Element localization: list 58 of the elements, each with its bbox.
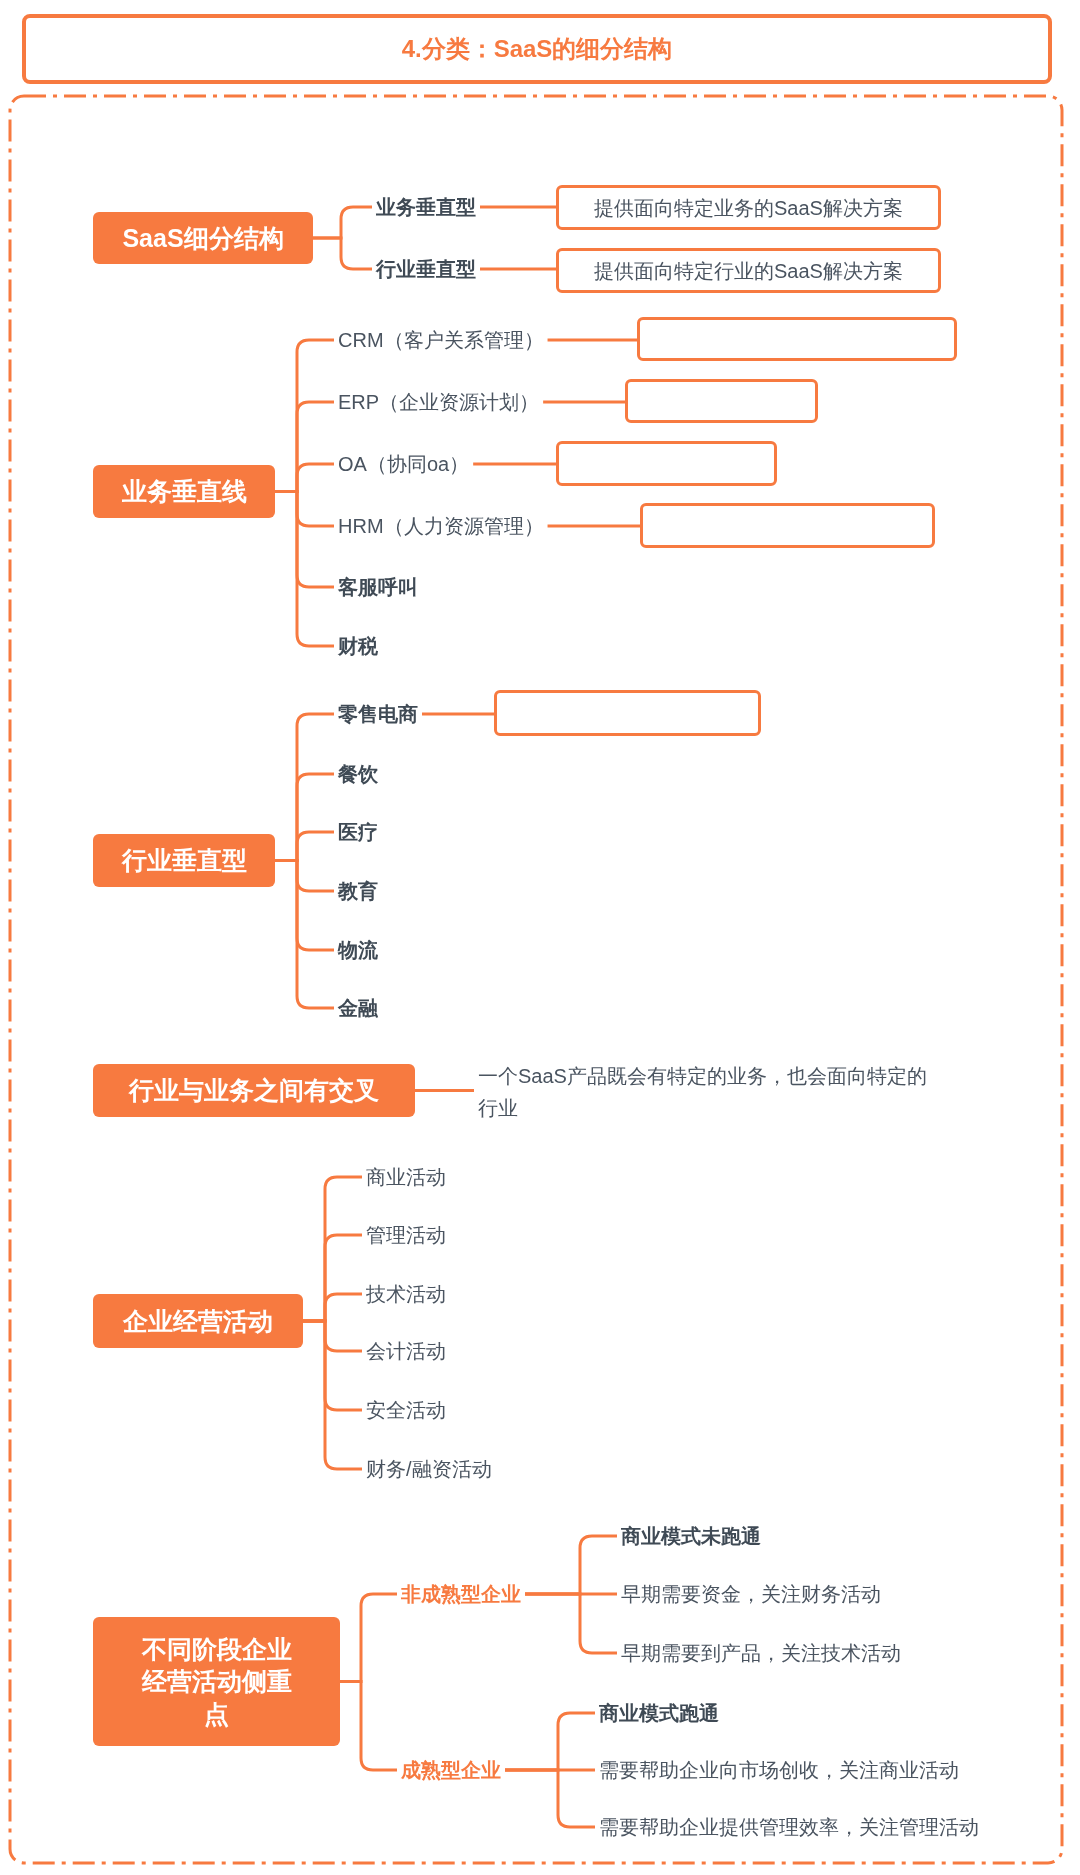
empty-box [625,379,818,423]
connector-line [275,859,334,1010]
branch-label: HRM（人力资源管理） [334,511,548,541]
branch-label: 商业模式跑通 [595,1698,723,1728]
connector-line [480,205,556,209]
connector-line [480,267,556,271]
connector-line [303,1319,362,1471]
connector-line [505,1768,595,1829]
topic-box: SaaS细分结构 [93,212,313,264]
topic-box: 行业与业务之间有交叉 [93,1064,415,1117]
topic-box: 企业经营活动 [93,1294,303,1348]
branch-label: 早期需要到产品，关注技术活动 [617,1638,905,1668]
branch-label: 管理活动 [362,1220,450,1250]
branch-label: 零售电商 [334,699,422,729]
branch-label: 需要帮助企业提供管理效率，关注管理活动 [595,1812,983,1842]
branch-label: 技术活动 [362,1279,450,1309]
branch-label: 餐饮 [334,759,382,789]
branch-label: 教育 [334,876,382,906]
info-box: 提供面向特定行业的SaaS解决方案 [556,248,941,293]
connector-line [547,338,637,342]
branch-label: 医疗 [334,817,382,847]
branch-label: 业务垂直型 [372,192,480,222]
topic-box: 行业垂直型 [93,834,275,887]
branch-label: 财税 [334,631,382,661]
branch-label: 金融 [334,993,382,1023]
branch-label: 安全活动 [362,1395,450,1425]
empty-box [556,441,777,486]
connector-line [422,712,494,716]
empty-box [637,317,957,361]
branch-label: 早期需要资金，关注财务活动 [617,1579,885,1609]
connector-line [547,524,640,528]
branch-label: ERP（企业资源计划） [334,387,544,417]
branch-label: 客服呼叫 [334,572,422,602]
info-box: 提供面向特定业务的SaaS解决方案 [556,185,941,230]
branch-label: 财务/融资活动 [362,1454,496,1484]
branch-label: 商业活动 [362,1162,450,1192]
branch-label: 行业垂直型 [372,254,480,284]
empty-box [640,503,935,548]
branch-label: 非成熟型企业 [397,1579,525,1609]
topic-box: 业务垂直线 [93,465,275,518]
topic-box: 不同阶段企业经营活动侧重点 [93,1617,340,1746]
branch-label: 物流 [334,935,382,965]
branch-label: 商业模式未跑通 [617,1521,765,1551]
connector-line [275,490,334,648]
branch-label: 需要帮助企业向市场创收，关注商业活动 [595,1755,963,1785]
connector-line [415,1089,474,1092]
note-text: 一个SaaS产品既会有特定的业务，也会面向特定的行业 [474,1060,936,1124]
connector-line [340,1680,397,1772]
connector-line [473,462,556,466]
branch-label: CRM（客户关系管理） [334,325,548,355]
branch-label: 成熟型企业 [397,1755,505,1785]
connector-line [543,400,625,404]
empty-box [494,690,761,736]
connector-line [313,236,372,271]
title-banner: 4.分类：SaaS的细分结构 [22,14,1052,84]
branch-label: 会计活动 [362,1336,450,1366]
connector-line [525,1592,617,1655]
branch-label: OA（协同oa） [334,449,474,479]
